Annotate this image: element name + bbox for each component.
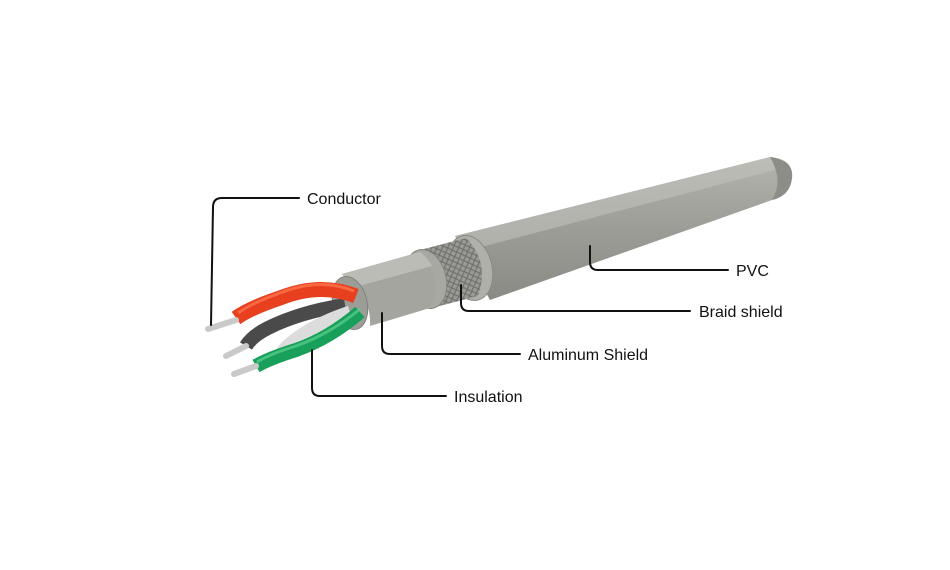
labels: Conductor PVC Braid shield Aluminum Shie… bbox=[307, 191, 783, 406]
leader-insulation bbox=[311, 349, 447, 397]
pvc-jacket bbox=[446, 157, 793, 301]
wire-black bbox=[223, 298, 347, 359]
label-insulation: Insulation bbox=[454, 389, 523, 406]
leader-lines bbox=[210, 197, 729, 397]
label-braid-shield: Braid shield bbox=[699, 304, 783, 321]
wire-green bbox=[231, 306, 365, 377]
label-aluminum-shield: Aluminum Shield bbox=[528, 347, 648, 364]
cable-illustration bbox=[205, 157, 793, 377]
leader-braid-shield bbox=[460, 284, 691, 312]
leader-aluminum-shield bbox=[381, 312, 521, 355]
leader-pvc bbox=[589, 245, 729, 271]
label-pvc: PVC bbox=[736, 263, 769, 280]
wire-red bbox=[205, 281, 359, 332]
leader-conductor bbox=[210, 197, 300, 326]
wire-bundle bbox=[205, 281, 365, 377]
label-conductor: Conductor bbox=[307, 191, 381, 208]
